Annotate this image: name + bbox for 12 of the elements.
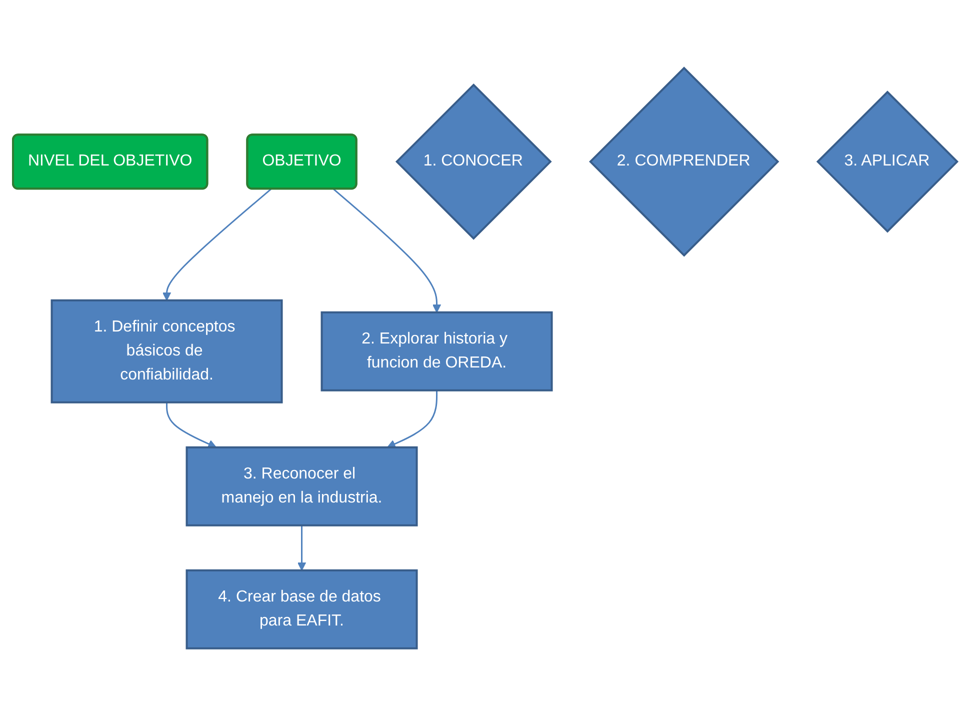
node-box: 4. Crear base de datos para EAFIT. [186, 570, 418, 650]
node-box: 2. Explorar historia y funcion de OREDA. [321, 312, 554, 392]
arrow [162, 188, 272, 302]
node-diamond: 1. CONOCER [396, 84, 552, 240]
arrow [387, 390, 438, 448]
arrow [166, 402, 217, 448]
node-diamond: 2. COMPRENDER [589, 66, 780, 258]
node-box: 3. Reconocer el manejo en la industria. [186, 446, 418, 527]
node-box: 1. Definir conceptos básicos de confiabilidad. [51, 300, 284, 404]
arrow [298, 526, 307, 572]
arrow [334, 188, 442, 314]
node-diamond: 3. APLICAR [816, 90, 959, 234]
